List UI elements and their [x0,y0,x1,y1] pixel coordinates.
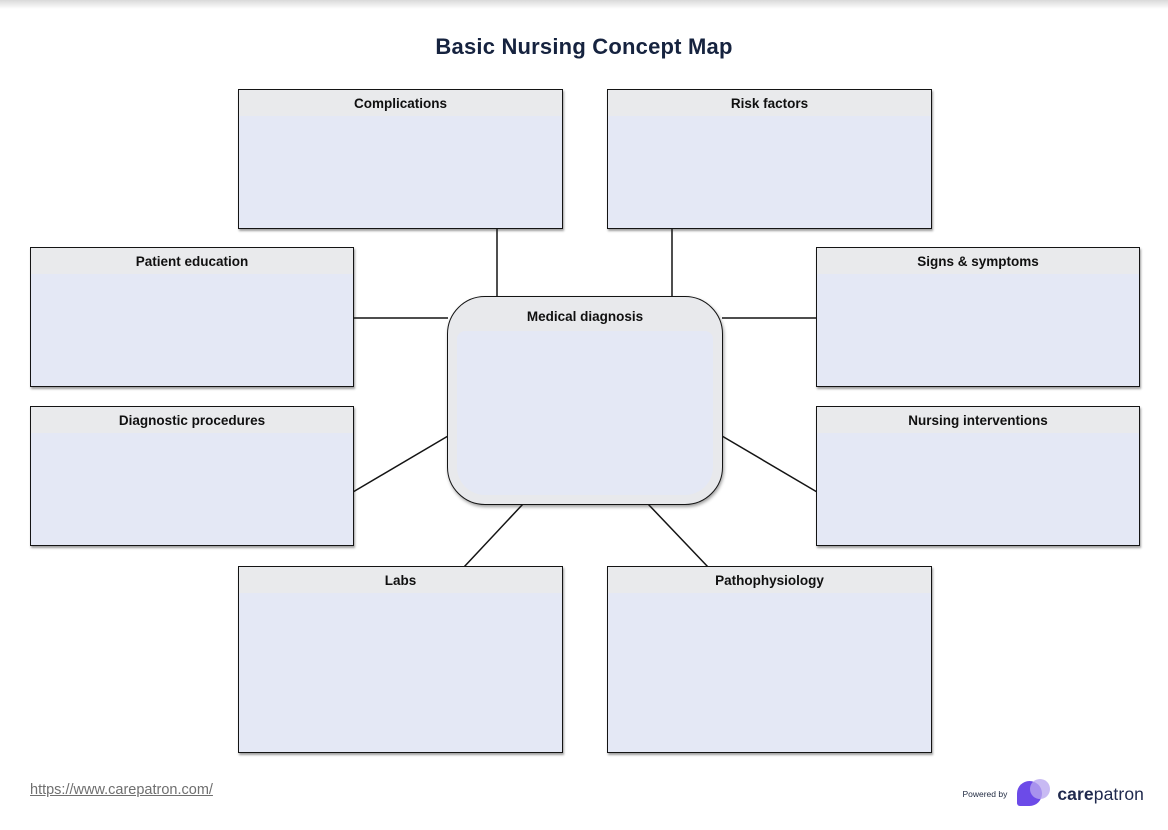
node-labs: Labs [238,566,563,753]
node-medical-diagnosis-body [457,331,713,495]
connector-diagnostic-procedures [352,435,449,493]
carepatron-wordmark-care: care [1057,783,1094,804]
node-diagnostic-procedures-title: Diagnostic procedures [31,407,353,433]
node-risk-factors: Risk factors [607,89,932,229]
node-nursing-interventions-title: Nursing interventions [817,407,1139,433]
node-pathophysiology-title: Pathophysiology [608,567,931,593]
page-title: Basic Nursing Concept Map [435,34,733,59]
connector-labs [463,503,524,568]
node-complications-title: Complications [239,90,562,116]
node-labs-title: Labs [239,567,562,593]
node-medical-diagnosis-title: Medical diagnosis [526,309,644,324]
page-top-fade [0,0,1168,9]
node-medical-diagnosis: Medical diagnosis [447,296,723,505]
connector-nursing-interventions [721,435,818,493]
carepatron-logo-circle [1030,779,1051,799]
carepatron-wordmark: carepatron [1057,784,1144,805]
node-patient-education-title: Patient education [31,248,353,274]
carepatron-wordmark-patron: patron [1093,783,1144,804]
node-signs-symptoms: Signs & symptoms [816,247,1140,387]
node-complications: Complications [238,89,563,229]
powered-by-label: Powered by [962,789,1008,799]
connector-pathophysiology [647,503,709,568]
carepatron-url-link[interactable]: https://www.carepatron.com/ [30,782,213,798]
carepatron-logo-icon [1015,776,1051,812]
node-diagnostic-procedures: Diagnostic procedures [30,406,354,546]
powered-by-brand: Powered by carepatron [962,776,1144,812]
node-nursing-interventions: Nursing interventions [816,406,1140,546]
node-risk-factors-title: Risk factors [608,90,931,116]
node-signs-symptoms-title: Signs & symptoms [817,248,1139,274]
node-pathophysiology: Pathophysiology [607,566,932,753]
node-patient-education: Patient education [30,247,354,387]
